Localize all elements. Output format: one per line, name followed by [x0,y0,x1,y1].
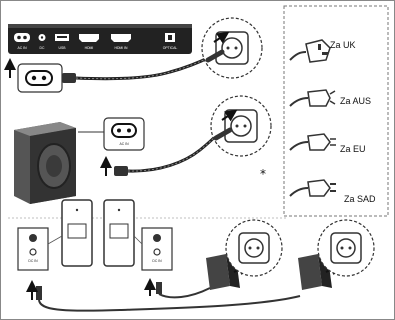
ac-in-port-icon [14,33,30,42]
port-label-ac-in: AC IN [17,46,27,50]
dc-cable-right [144,278,211,299]
port-label-hdmi: HDMI [85,46,94,50]
dc-cable-left [26,280,301,312]
wall-socket-top [201,17,263,79]
rear-speaker-left [61,199,93,267]
rear-port-label-right: DC IN [152,259,162,263]
port-label-dc: DC [40,46,45,50]
soundbar-ac-socket-zoom [17,63,63,93]
plug-label-uk: Za UK [330,40,356,50]
footnote-marker: * [260,167,266,181]
soundbar-rear-panel: AC IN DC USB HDMI HDMI IN OPTICAL [8,24,192,54]
subwoofer-port-label: AC IN [119,142,129,146]
us-plug-icon [289,179,336,197]
wall-socket-middle [210,95,272,157]
uk-plug-icon [289,39,331,63]
wall-socket-bottom-left [225,219,283,277]
plug-label-us: Za SAD [344,194,376,204]
hdmi-in-port-icon [111,34,131,42]
rear-port-label-left: DC IN [28,259,38,263]
plug-label-aus: Za AUS [340,96,371,106]
aus-plug-icon [289,89,336,107]
soundbar-power-cord [62,54,213,83]
rear-dc-panel-left: DC IN [17,227,49,271]
subwoofer-ac-socket-zoom: AC IN [78,117,145,151]
wall-socket-bottom-right [317,219,375,277]
plug-types-panel: Za UK Za AUS Za EU Za SAD [283,5,389,217]
rear-dc-panel-right: DC IN [141,227,173,271]
plug-label-eu: Za EU [340,144,366,154]
hdmi-port-icon [79,34,99,42]
port-label-hdmi-in: HDMI IN [115,46,129,50]
port-label-optical: OPTICAL [163,46,178,50]
rear-speaker-right [103,199,135,267]
subwoofer [14,122,76,204]
port-label-usb: USB [59,46,67,50]
eu-plug-icon [289,133,336,151]
